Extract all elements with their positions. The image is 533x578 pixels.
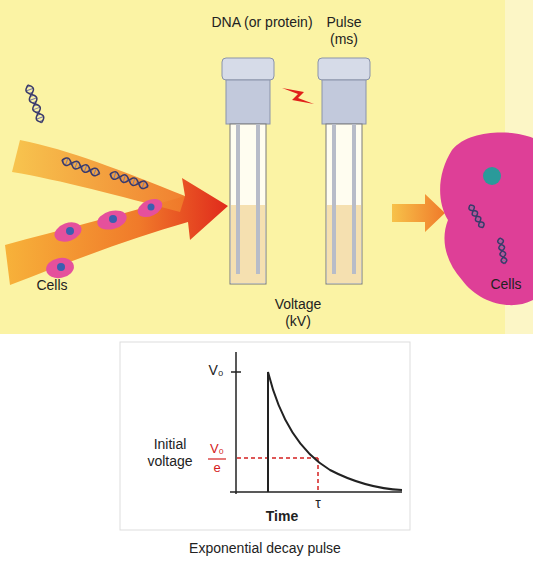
- axis-title: Time: [257, 508, 307, 525]
- axis-title: Initial voltage: [139, 436, 201, 470]
- pulse-bolt: [282, 88, 314, 104]
- y-axis: [235, 352, 237, 494]
- dna-fragment: [467, 204, 507, 265]
- axis-value: τ: [308, 495, 328, 512]
- cells: [44, 195, 165, 280]
- tick: [231, 371, 241, 373]
- dna-strands: [24, 84, 149, 191]
- caption: Exponential decay pulse: [120, 540, 410, 557]
- axis-value: V₀: [201, 362, 231, 379]
- label: DNA (or protein): [207, 14, 317, 31]
- axis-value: V₀: [204, 441, 230, 457]
- label: Pulse (ms): [314, 14, 374, 48]
- cell: [440, 132, 533, 305]
- cells-label: Cells: [22, 277, 82, 294]
- graph-frame: [120, 342, 410, 530]
- dashed-line: [237, 457, 318, 459]
- x-axis: [230, 491, 402, 493]
- flow-arrow: [392, 194, 445, 232]
- nucleus: [483, 167, 501, 185]
- label: Voltage (kV): [263, 296, 333, 330]
- cells-label: Cells: [484, 276, 528, 293]
- cuvette: [222, 58, 274, 284]
- decay-curve: [268, 372, 402, 492]
- cuvette: [318, 58, 370, 284]
- panel-ground: [0, 0, 533, 334]
- axis-value: e: [204, 460, 230, 476]
- fraction-bar: [208, 458, 226, 459]
